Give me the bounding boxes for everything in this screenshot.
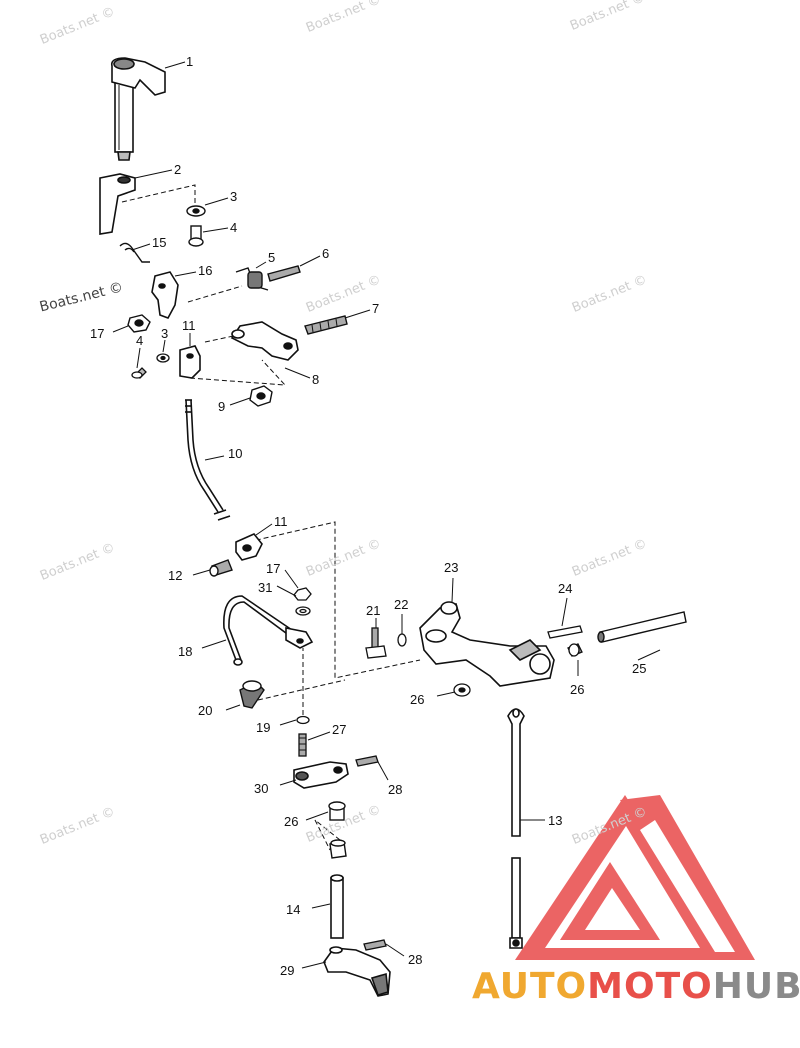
callout-25: 25 — [632, 661, 646, 676]
callout-3-top: 3 — [230, 189, 237, 204]
part-20-bushing — [239, 680, 265, 709]
part-4-screw — [188, 225, 204, 247]
part-14-shaft — [330, 874, 344, 939]
part-31-washer — [295, 606, 311, 616]
callout-10: 10 — [228, 446, 242, 461]
part-21-bolt — [365, 627, 387, 659]
part-26-bushing-left — [453, 683, 471, 697]
automotohub-logo-text: AUTOMOTOHUB — [472, 966, 800, 1007]
callout-29: 29 — [280, 963, 294, 978]
part-1-shift-shaft — [110, 57, 166, 161]
part-26-bushing-center — [328, 801, 347, 859]
callout-4-top: 4 — [230, 220, 237, 235]
part-13-long-link — [507, 708, 525, 949]
callout-16: 16 — [198, 263, 212, 278]
part-2-bracket — [99, 173, 136, 235]
part-4-small-screw — [131, 367, 147, 379]
callout-7: 7 — [372, 301, 379, 316]
callout-20: 20 — [198, 703, 212, 718]
callout-leaders — [112, 61, 661, 969]
callout-22: 22 — [394, 597, 408, 612]
part-23-bracket — [419, 601, 555, 687]
callout-11-top: 11 — [182, 318, 196, 333]
callout-26-left: 26 — [410, 692, 424, 707]
callout-23: 23 — [444, 560, 458, 575]
callout-2: 2 — [174, 162, 181, 177]
part-15-clip — [119, 242, 150, 263]
callout-18: 18 — [178, 644, 192, 659]
callout-5: 5 — [268, 250, 275, 265]
callout-numbers: 1 2 3 4 15 5 6 16 7 17 11 4 3 8 9 10 11 … — [90, 54, 646, 978]
part-24-pin — [547, 625, 583, 639]
part-9-nut — [249, 385, 273, 407]
callout-1: 1 — [186, 54, 193, 69]
part-28-pin-lower — [363, 939, 387, 951]
callout-17-top: 17 — [90, 326, 104, 341]
part-3-small-washer — [156, 353, 170, 363]
part-3-washer — [186, 205, 206, 217]
callout-15: 15 — [152, 235, 166, 250]
callout-4-mid: 4 — [136, 333, 143, 348]
part-28-pin-upper — [355, 755, 379, 767]
logo-hub: HUB — [712, 966, 800, 1007]
automotohub-triangle-logo — [515, 795, 755, 960]
part-6-stud — [267, 265, 301, 282]
callout-30: 30 — [254, 781, 268, 796]
part-16-lever — [151, 271, 179, 319]
part-5-spring — [235, 267, 269, 291]
callout-31: 31 — [258, 580, 272, 595]
part-11-lower-connector — [235, 533, 263, 561]
callout-17-lower: 17 — [266, 561, 280, 576]
callout-9: 9 — [218, 399, 225, 414]
callout-14: 14 — [286, 902, 300, 917]
part-17-nut — [127, 314, 151, 333]
part-10-shift-rod — [185, 399, 231, 521]
part-7-stud — [304, 315, 348, 335]
part-12-pin — [209, 559, 233, 577]
callout-19: 19 — [256, 720, 270, 735]
part-11-upper-connector — [179, 345, 201, 379]
callout-28-upper: 28 — [388, 782, 402, 797]
callout-6: 6 — [322, 246, 329, 261]
callout-12: 12 — [168, 568, 182, 583]
part-27-stud — [298, 733, 307, 757]
logo-auto: AUTO — [472, 966, 588, 1007]
dashed-leader-lines — [121, 184, 421, 851]
part-26-bushing-right — [567, 643, 583, 657]
callout-11-lower: 11 — [274, 514, 288, 529]
part-18-link-rod — [223, 595, 314, 666]
callout-24: 24 — [558, 581, 572, 596]
part-29-shift-lever — [323, 946, 391, 997]
part-25-rod — [597, 611, 687, 643]
callout-28-lower: 28 — [408, 952, 422, 967]
callout-13: 13 — [548, 813, 562, 828]
part-22-washer — [397, 633, 407, 647]
callout-3-mid: 3 — [161, 326, 168, 341]
part-30-lever — [293, 761, 349, 789]
part-17-nut-lower — [293, 587, 312, 601]
callout-26-right: 26 — [570, 682, 584, 697]
part-8-arm — [230, 321, 299, 361]
part-19-washer — [296, 715, 310, 725]
callout-8: 8 — [312, 372, 319, 387]
callout-26-center: 26 — [284, 814, 298, 829]
callout-27: 27 — [332, 722, 346, 737]
callout-21: 21 — [366, 603, 380, 618]
logo-moto: MOTO — [587, 966, 713, 1007]
